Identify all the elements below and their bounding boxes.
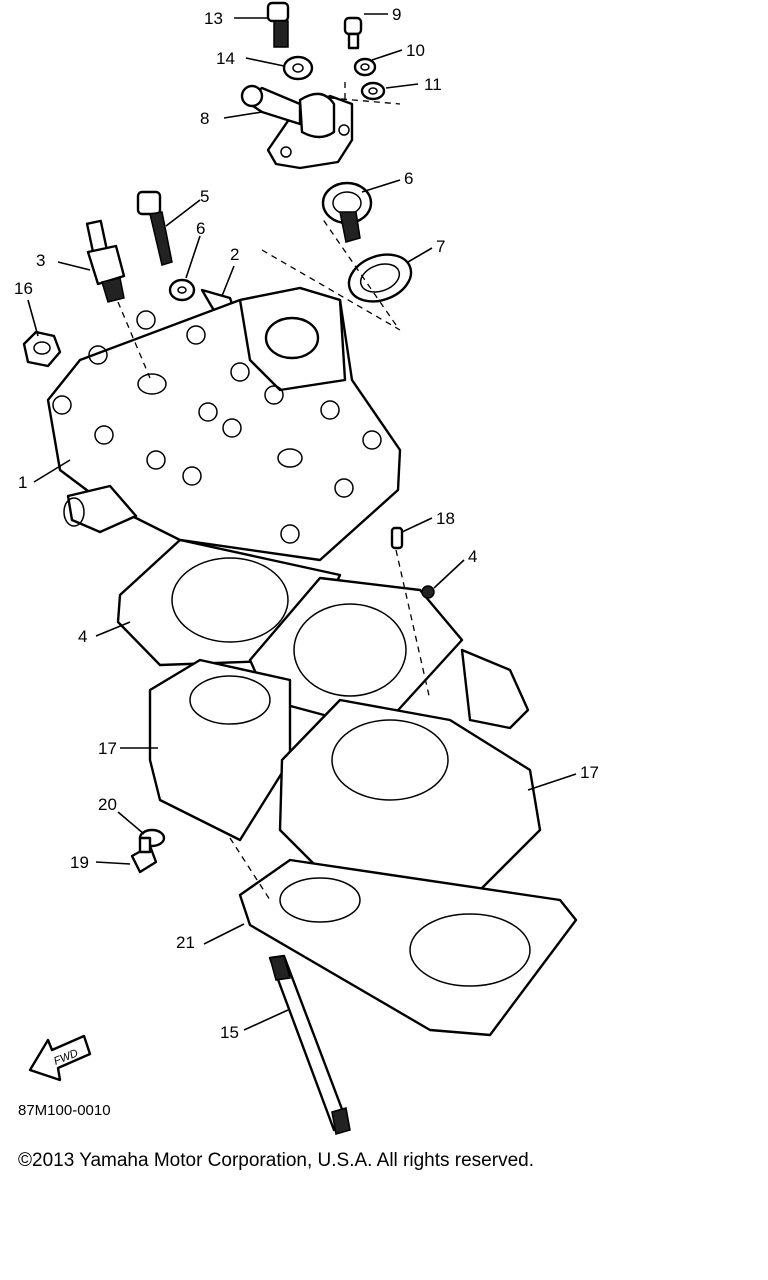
callout-14: 14	[216, 49, 235, 68]
callout-21: 21	[176, 933, 195, 952]
part-14-washer[interactable]	[282, 55, 314, 81]
alignment-lines	[117, 82, 431, 901]
callout-8: 7	[436, 237, 445, 256]
part-11-washer[interactable]	[353, 57, 377, 77]
part-3-spark-plug[interactable]	[85, 219, 126, 303]
callout-11: 10	[406, 41, 425, 60]
copyright-notice: ©2013 Yamaha Motor Corporation, U.S.A. A…	[18, 1150, 534, 1171]
callout-5: 5	[200, 187, 209, 206]
part-6-washer[interactable]	[168, 278, 196, 302]
part-21-base-gasket[interactable]	[238, 858, 578, 1037]
callout-2: 2	[230, 245, 239, 264]
callout-19: 19	[70, 853, 89, 872]
callout-4-left: 4	[78, 627, 87, 646]
callout-4-right: 4	[468, 547, 477, 566]
exploded-parts-diagram: 13 14 9 10 11 8 6 7 5 6 2 3 16 1 18 4 4 …	[14, 1, 599, 1135]
callout-7: 6	[404, 169, 413, 188]
callout-17-right: 17	[580, 763, 599, 782]
callout-18: 18	[436, 509, 455, 528]
callout-9: 8	[200, 109, 209, 128]
leader-lines	[27, 13, 577, 1031]
part-12-washer[interactable]	[360, 81, 386, 101]
part-19-bolt[interactable]	[130, 836, 158, 874]
callout-10: 9	[392, 5, 401, 24]
callout-6: 6	[196, 219, 205, 238]
callout-17-left: 17	[98, 739, 117, 758]
part-7-thermostat[interactable]	[321, 181, 373, 243]
callout-15: 15	[220, 1023, 239, 1042]
callout-3: 3	[36, 251, 45, 270]
part-18-dowel[interactable]	[390, 526, 404, 550]
part-10-bolt[interactable]	[343, 16, 363, 50]
fwd-arrow-icon: FWD	[28, 1034, 92, 1082]
part-13-bolt[interactable]	[266, 1, 290, 48]
drawing-code: 87M100-0010	[18, 1102, 111, 1119]
part-15-stud[interactable]	[268, 954, 351, 1135]
callout-12: 11	[424, 75, 442, 94]
part-9-thermostat-cover[interactable]	[240, 84, 354, 170]
part-17-cylinder-left[interactable]	[148, 658, 292, 842]
callout-13: 13	[204, 9, 223, 28]
part-5-bolt[interactable]	[136, 190, 173, 266]
head-bolt-bosses	[52, 310, 382, 544]
part-16-nut[interactable]	[22, 330, 62, 368]
part-1-cylinder-head[interactable]	[46, 286, 402, 562]
part-17-cylinder-right[interactable]	[278, 648, 542, 902]
callout-1: 1	[18, 473, 27, 492]
callout-numbers: 13 14 9 10 11 8 6 7 5 6 2 3 16 1 18 4 4 …	[14, 5, 599, 1042]
callout-16: 16	[14, 279, 33, 298]
part-8-gasket[interactable]	[342, 246, 417, 309]
callout-20: 20	[98, 795, 117, 814]
